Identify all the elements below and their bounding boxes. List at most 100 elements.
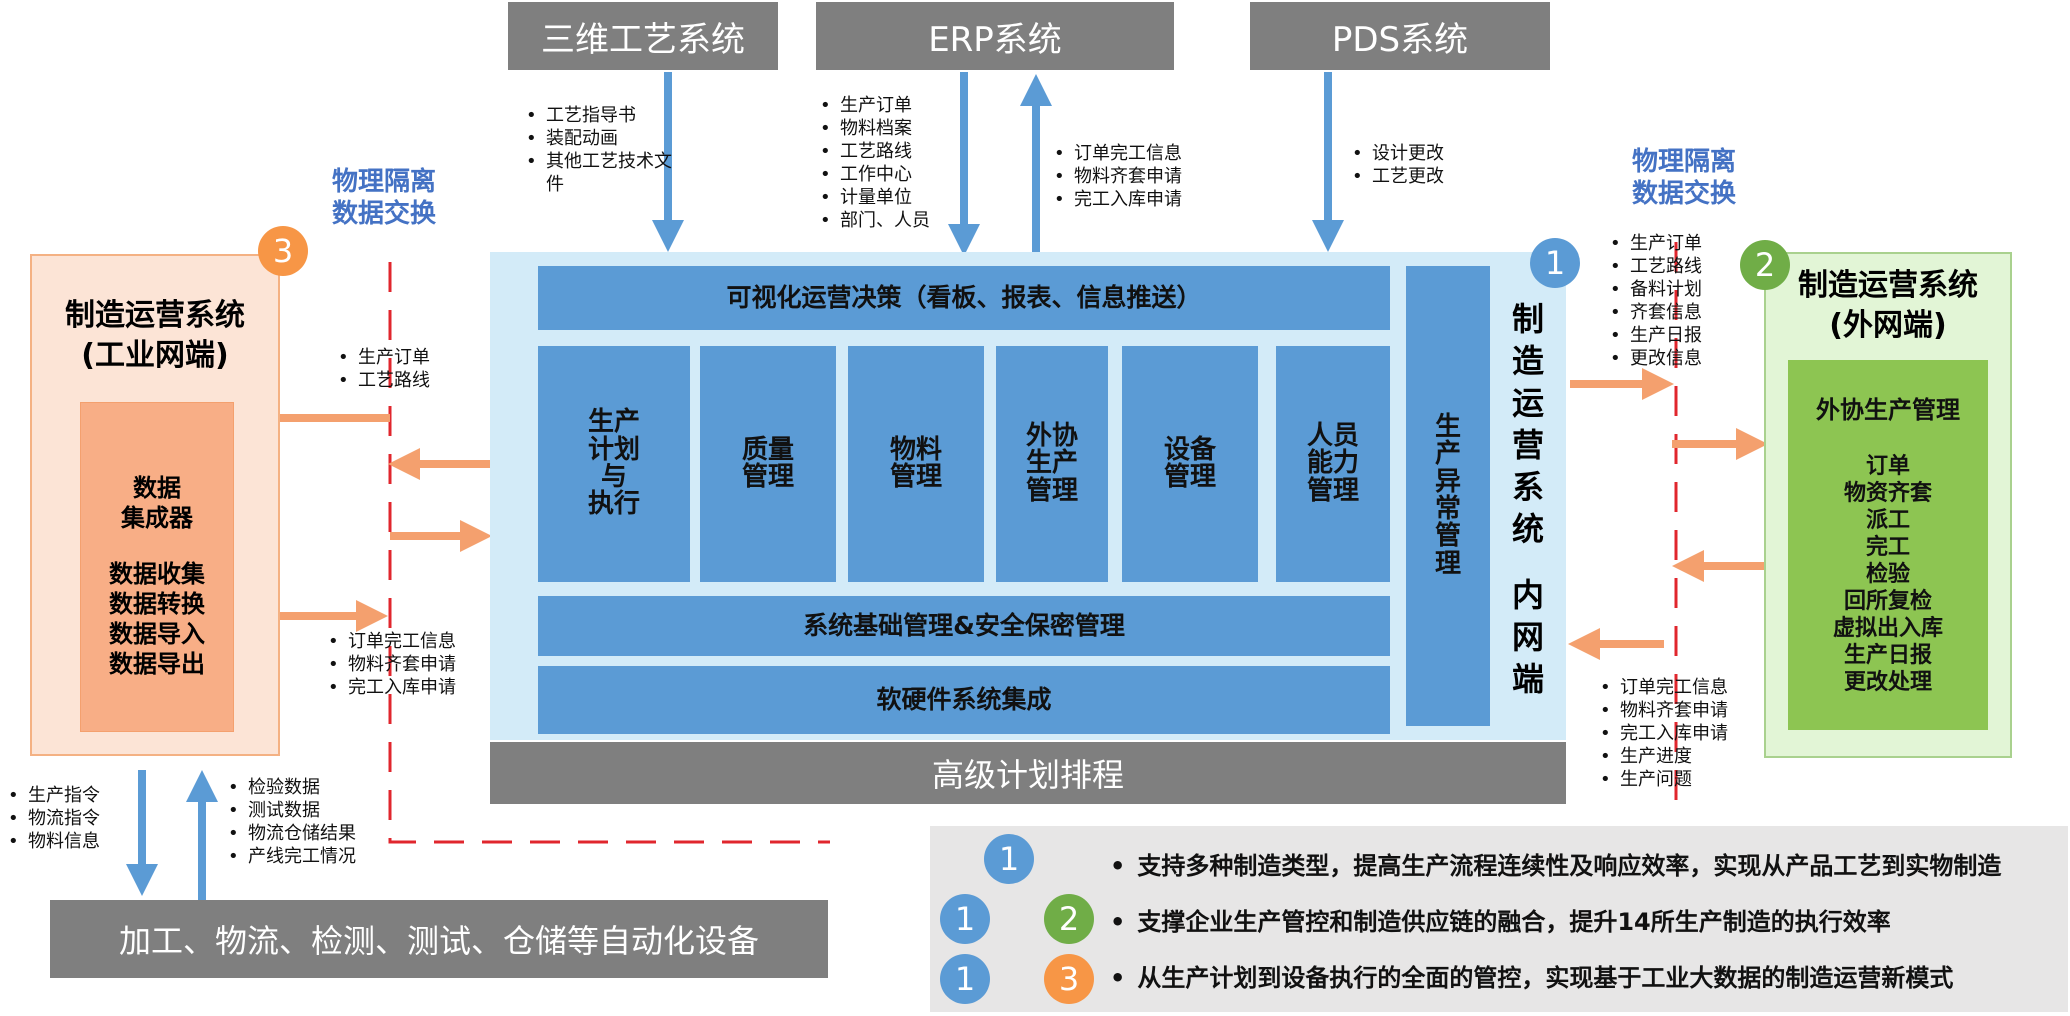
flow-item: 工艺路线	[336, 369, 456, 392]
flow-item: 物料齐套申请	[1598, 699, 1758, 722]
outsourcing-panel: 外协生产管理 订单 物资齐套 派工 完工 检验 回所复检 虚拟出入库 生产日报 …	[1788, 360, 1988, 730]
system-pds-label: PDS系统	[1331, 19, 1469, 60]
module-material: 物料 管理	[848, 346, 984, 582]
visual-decision-bar: 可视化运营决策（看板、报表、信息推送）	[538, 266, 1390, 330]
legend-badge-2: 2	[1044, 894, 1094, 944]
flow-item: 生产问题	[1598, 768, 1758, 791]
flow-item: 完工入库申请	[326, 676, 486, 699]
badge-1: 1	[1530, 238, 1580, 288]
flow-craft-list: 工艺指导书 装配动画 其他工艺技术文件	[524, 104, 674, 196]
right-system-title: 制造运营系统 (外网端)	[1798, 268, 1978, 343]
flow-left-in-list: 生产订单 工艺路线	[336, 346, 456, 392]
outsourcing-item: 派工	[1865, 508, 1910, 533]
flow-item: 生产指令	[6, 784, 126, 807]
legend-badge-1: 1	[940, 954, 990, 1004]
flow-item: 工艺更改	[1350, 165, 1480, 188]
flow-item: 工作中心	[818, 163, 958, 186]
outsourcing-item: 完工	[1865, 535, 1910, 560]
legend-badge-1: 1	[984, 834, 1034, 884]
legend-text-3: 从生产计划到设备执行的全面的管控，实现基于工业大数据的制造运营新模式	[1110, 958, 1953, 993]
integrator-item: 数据导入	[109, 620, 205, 648]
flow-pds-list: 设计更改 工艺更改	[1350, 142, 1480, 188]
flow-item: 物流仓储结果	[226, 822, 386, 845]
flow-item: 物料档案	[818, 117, 958, 140]
center-vertical-title: 制 造 运 营 系 统 内 网 端	[1511, 300, 1544, 698]
integrator-item: 数据收集	[109, 560, 205, 588]
flow-item: 工艺指导书	[524, 104, 674, 127]
legend-badge-3: 3	[1044, 954, 1094, 1004]
integration-bar: 软硬件系统集成	[538, 666, 1390, 734]
outsourcing-item: 回所复检	[1843, 589, 1932, 614]
module-personnel: 人员 能力 管理	[1276, 346, 1390, 582]
device-bar: 加工、物流、检测、测试、仓储等自动化设备	[50, 900, 828, 978]
isolation-label-right: 物理隔离 数据交换	[1632, 147, 1737, 209]
badge-3: 3	[258, 226, 308, 276]
legend-text-1: 支持多种制造类型，提高生产流程连续性及响应效率，实现从产品工艺到实物制造	[1110, 846, 2001, 881]
outsourcing-item: 生产日报	[1843, 643, 1932, 668]
outsourcing-items: 订单 物资齐套 派工 完工 检验 回所复检 虚拟出入库 生产日报 更改处理	[1788, 453, 1988, 696]
integrator-item: 数据转换	[109, 590, 205, 618]
flow-item: 备料计划	[1608, 278, 1718, 301]
module-equipment: 设备 管理	[1122, 346, 1258, 582]
flow-item: 生产日报	[1608, 324, 1718, 347]
right-system-panel: 制造运营系统 (外网端) 外协生产管理 订单 物资齐套 派工 完工 检验 回所复…	[1764, 252, 2012, 758]
module-quality: 质量 管理	[700, 346, 836, 582]
flow-item: 订单完工信息	[326, 630, 486, 653]
legend-text-2: 支撑企业生产管控和制造供应链的融合，提升14所生产制造的执行效率	[1110, 902, 1890, 937]
flow-item: 工艺路线	[1608, 255, 1718, 278]
scheduling-bar: 高级计划排程	[490, 742, 1566, 804]
flow-item: 计量单位	[818, 186, 958, 209]
badge-2: 2	[1740, 240, 1790, 290]
flow-item: 完工入库申请	[1598, 722, 1758, 745]
system-erp-label: ERP系统	[928, 19, 1062, 60]
flow-item: 齐套信息	[1608, 301, 1718, 324]
module-exception: 生 产 异 常 管 理	[1406, 266, 1490, 726]
flow-erp-down-list: 生产订单 物料档案 工艺路线 工作中心 计量单位 部门、人员	[818, 94, 958, 232]
flow-device-up-list: 检验数据 测试数据 物流仓储结果 产线完工情况	[226, 776, 386, 868]
flow-item: 设计更改	[1350, 142, 1480, 165]
flow-item: 装配动画	[524, 127, 674, 150]
outsourcing-item: 订单	[1865, 454, 1910, 479]
data-integrator: 数据 集成器 数据收集 数据转换 数据导入 数据导出	[80, 402, 234, 732]
system-craft: 三维工艺系统	[508, 2, 778, 70]
flow-item: 订单完工信息	[1052, 142, 1222, 165]
flow-item: 产线完工情况	[226, 845, 386, 868]
module-outsourcing: 外协 生产 管理	[996, 346, 1108, 582]
flow-device-down-list: 生产指令 物流指令 物料信息	[6, 784, 126, 853]
flow-item: 工艺路线	[818, 140, 958, 163]
flow-item: 更改信息	[1608, 347, 1718, 370]
flow-item: 订单完工信息	[1598, 676, 1758, 699]
flow-item: 部门、人员	[818, 209, 958, 232]
flow-item: 检验数据	[226, 776, 386, 799]
flow-erp-up-list: 订单完工信息 物料齐套申请 完工入库申请	[1052, 142, 1222, 211]
flow-item: 完工入库申请	[1052, 188, 1222, 211]
outsourcing-item: 检验	[1865, 562, 1910, 587]
base-management-bar: 系统基础管理&安全保密管理	[538, 596, 1390, 656]
flow-item: 生产订单	[1608, 232, 1718, 255]
integrator-item: 数据导出	[109, 650, 205, 678]
system-pds: PDS系统	[1250, 2, 1550, 70]
module-production-plan: 生产 计划 与 执行	[538, 346, 690, 582]
legend-badge-1: 1	[940, 894, 990, 944]
flow-item: 物流指令	[6, 807, 126, 830]
system-erp: ERP系统	[816, 2, 1174, 70]
flow-item: 生产订单	[818, 94, 958, 117]
left-system-title: 制造运营系统 (工业网端)	[65, 298, 245, 373]
flow-item: 生产进度	[1598, 745, 1758, 768]
flow-right-in-list: 订单完工信息 物料齐套申请 完工入库申请 生产进度 生产问题	[1598, 676, 1758, 791]
system-craft-label: 三维工艺系统	[541, 19, 745, 60]
flow-item: 生产订单	[336, 346, 456, 369]
flow-item: 物料齐套申请	[326, 653, 486, 676]
flow-left-out-list: 订单完工信息 物料齐套申请 完工入库申请	[326, 630, 486, 699]
outsourcing-item: 虚拟出入库	[1832, 616, 1943, 641]
flow-item: 其他工艺技术文件	[524, 150, 674, 196]
outsourcing-item: 更改处理	[1843, 670, 1932, 695]
flow-item: 物料齐套申请	[1052, 165, 1222, 188]
isolation-label-left: 物理隔离 数据交换	[332, 167, 437, 229]
outsourcing-panel-title: 外协生产管理	[1816, 396, 1960, 424]
outsourcing-item: 物资齐套	[1843, 481, 1932, 506]
flow-right-out-list: 生产订单 工艺路线 备料计划 齐套信息 生产日报 更改信息	[1608, 232, 1718, 370]
flow-item: 物料信息	[6, 830, 126, 853]
flow-item: 测试数据	[226, 799, 386, 822]
left-system-panel: 制造运营系统 (工业网端) 数据 集成器 数据收集 数据转换 数据导入 数据导出	[30, 254, 280, 756]
